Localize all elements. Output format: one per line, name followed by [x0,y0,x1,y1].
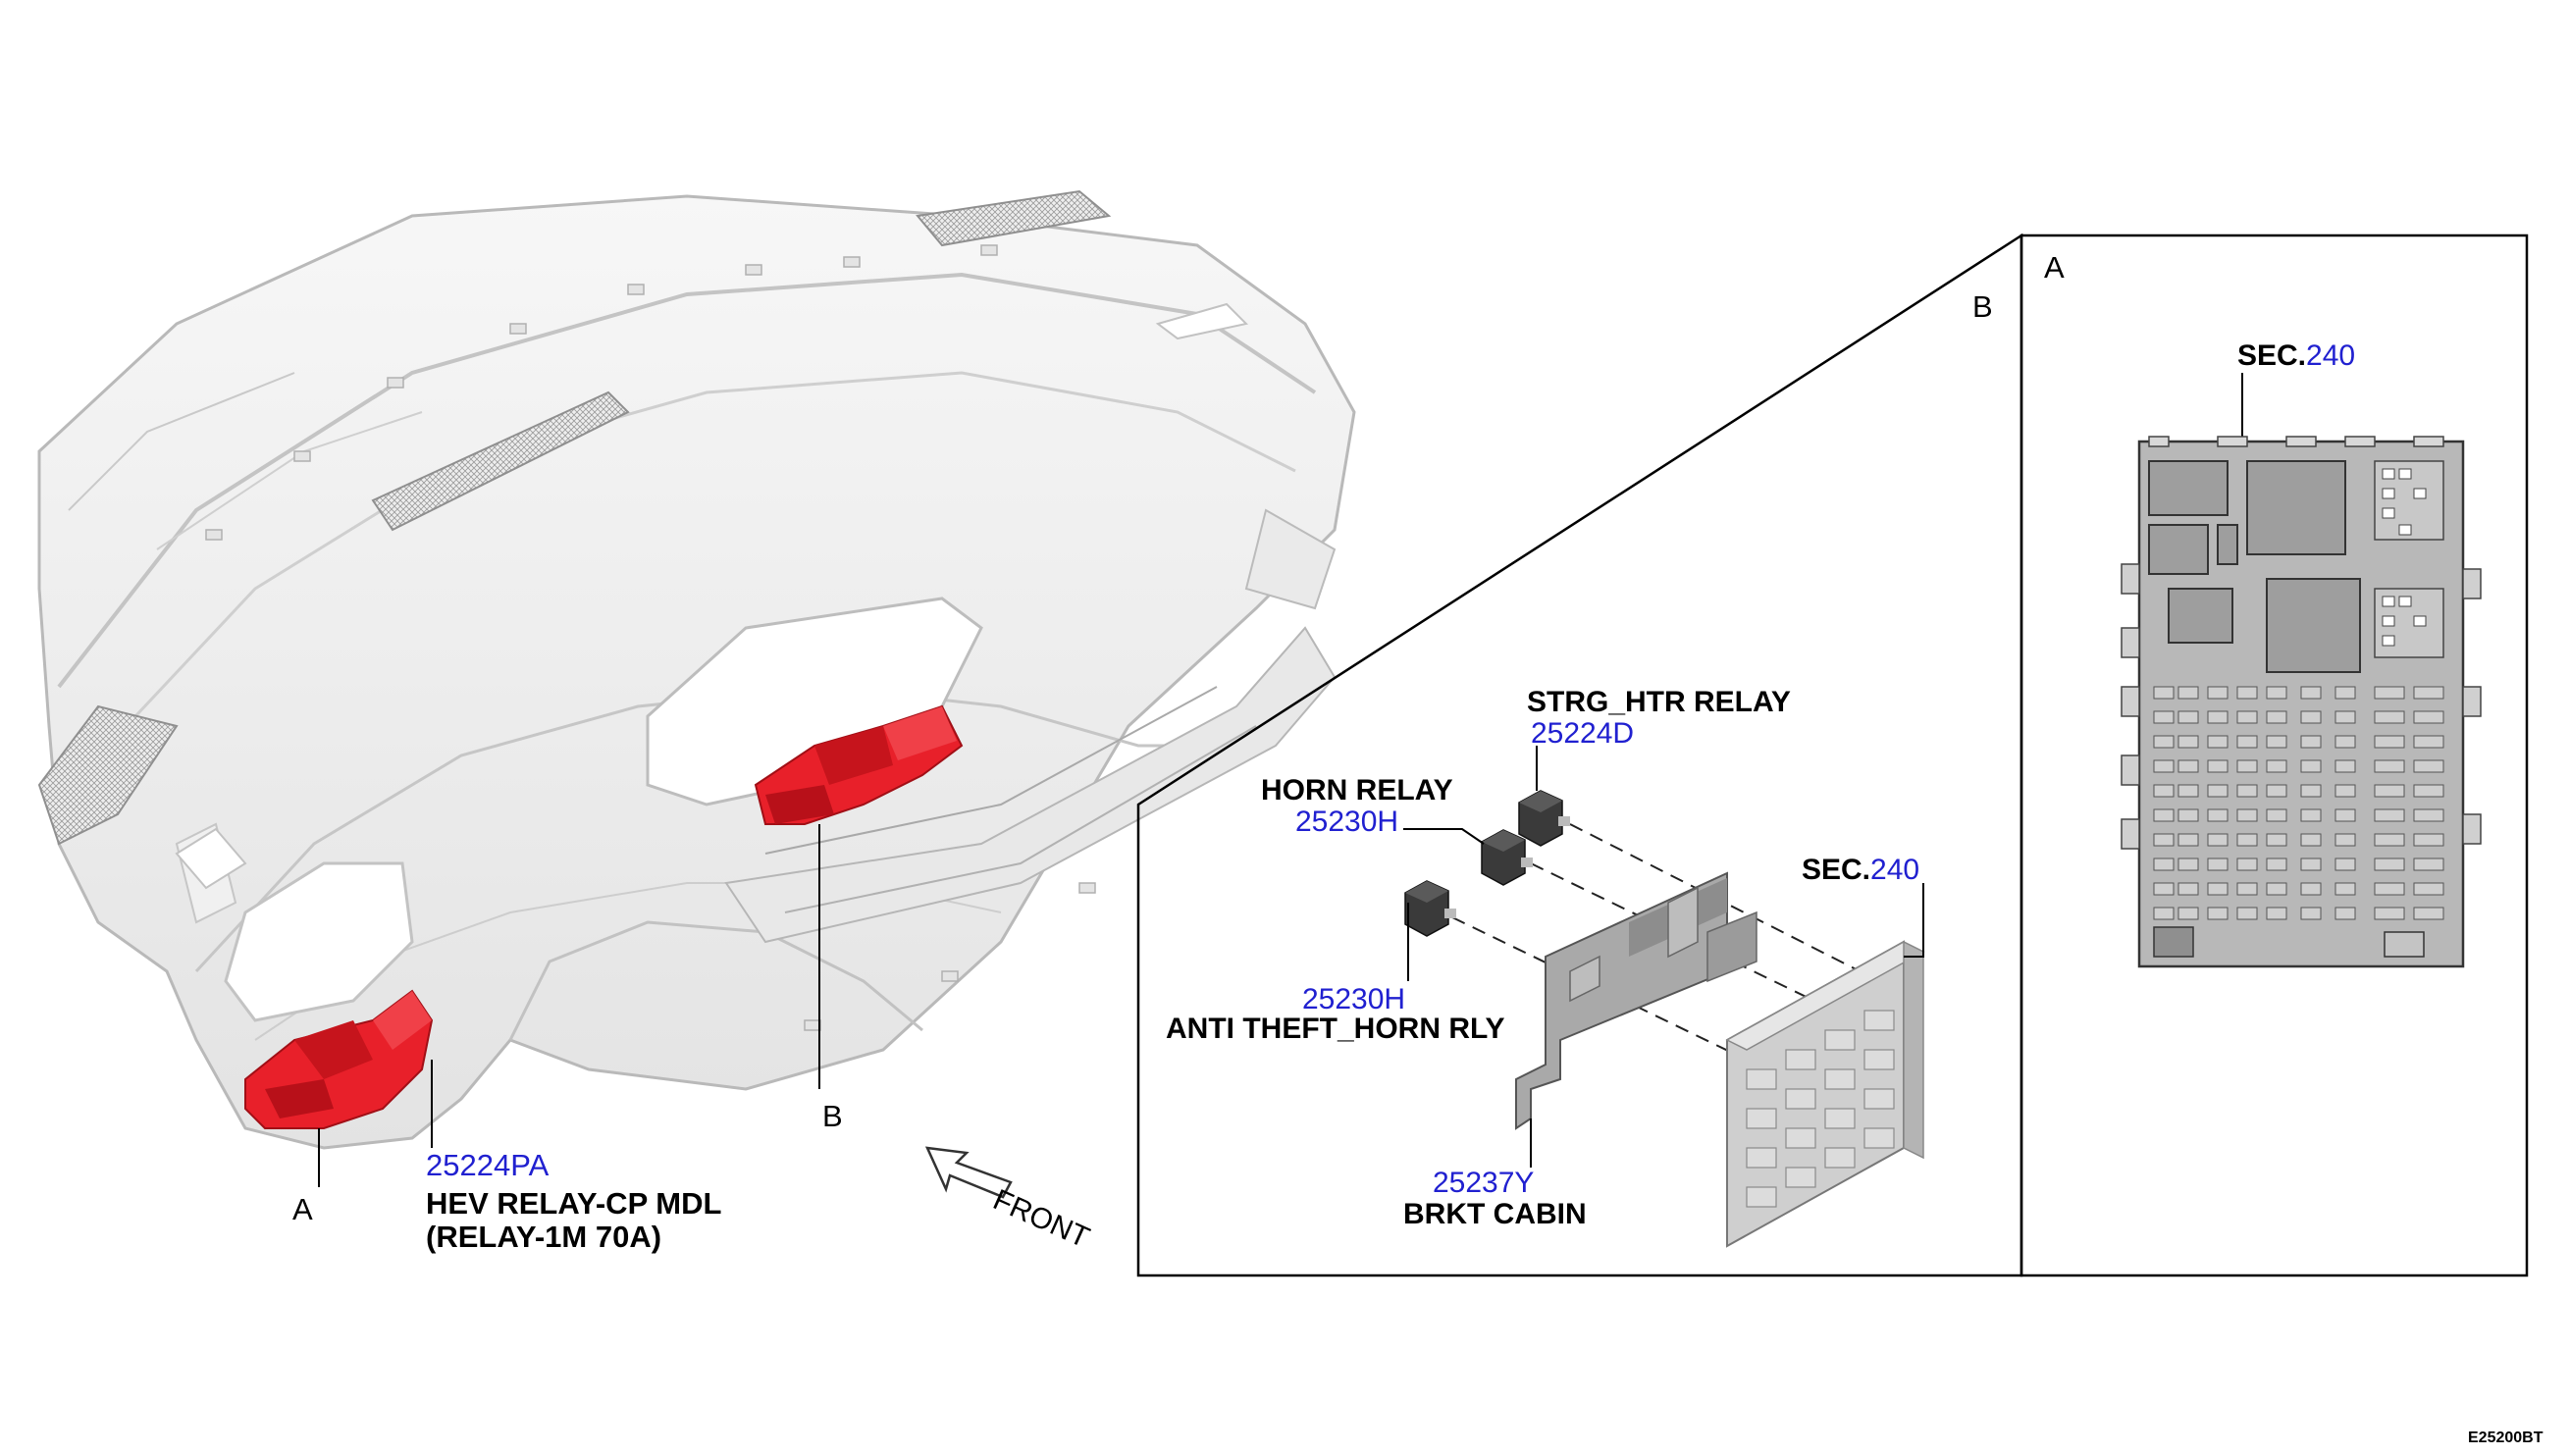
dashboard-overview: A 25224PA HEV RELAY-CP MDL (RELAY-1M 70A… [37,189,1356,1254]
relay-group-b-highlight [754,704,964,825]
brkt-cabin-bracket [1515,871,1757,1130]
detail-a-panel: A SEC.240 [2019,234,2529,1277]
front-label: FRONT [988,1183,1094,1254]
horn-relay-part-number: 25230H [1295,806,1398,838]
detail-a-label: A [2044,250,2065,285]
bracket-part-number: 25237Y [1433,1167,1534,1199]
anti-theft-relay-part-number: 25230H [1302,983,1405,1015]
diagram-code: E25200BT [2468,1430,2544,1446]
hev-relay-spec: (RELAY-1M 70A) [426,1220,661,1254]
defroster-grille-center [371,390,630,532]
hev-relay-name: HEV RELAY-CP MDL [426,1186,721,1221]
detail-a-sec-ref: SEC.240 [2237,339,2355,372]
defroster-grille-left [37,704,179,846]
defroster-grille-right [916,189,1112,247]
marker-b: B [822,1099,843,1133]
strg-htr-relay-name: STRG_HTR RELAY [1527,686,1791,718]
hev-relay-highlight [244,989,434,1129]
detail-b-sec-ref: SEC.240 [1802,854,1919,886]
anti-theft-relay-name: ANTI THEFT_HORN RLY [1166,1013,1505,1045]
marker-a: A [292,1192,313,1226]
detail-b-panel: B [1136,233,2023,1277]
horn-relay [1481,829,1533,886]
horn-relay-name: HORN RELAY [1261,774,1453,806]
bracket-name: BRKT CABIN [1403,1198,1587,1230]
front-arrow [924,1146,1013,1199]
anti-theft-horn-relay [1404,880,1456,937]
fuse-block-small [1725,940,1925,1248]
hev-relay-part-number: 25224PA [426,1148,550,1182]
fuse-relay-box-large [2121,436,2482,968]
strg-htr-relay [1518,790,1570,847]
strg-htr-relay-part-number: 25224D [1531,717,1634,750]
detail-b-label: B [1972,289,1993,324]
